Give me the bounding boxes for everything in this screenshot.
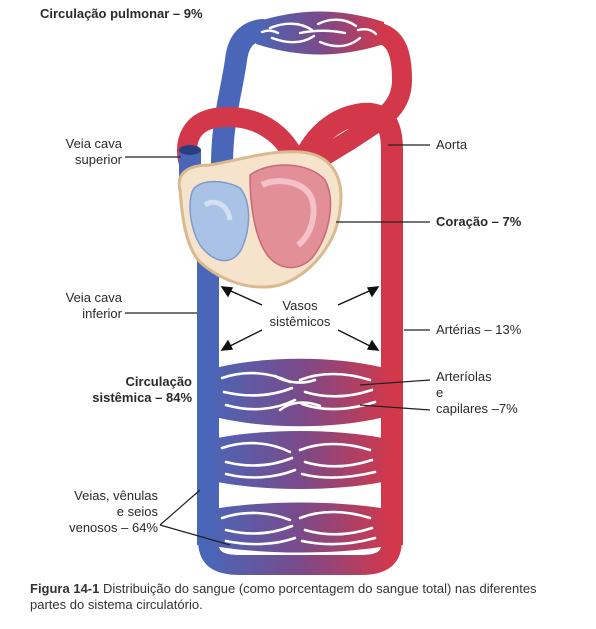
label-aorta: Aorta [436,137,468,152]
label-systemic-circulation-line2: sistêmica – 84% [92,390,192,405]
aorta-descending [289,102,403,545]
label-vena-cava-inferior-line1: Veia cava [65,290,122,305]
label-veins-line3: venosos – 64% [69,520,158,535]
label-arterioles: Arteríolas e capilares –7% [436,369,518,417]
label-systemic-vessels-line2: sistêmicos [269,314,331,329]
aortic-arch [177,107,310,185]
heart [177,150,343,289]
systemic-capillary-bed-2 [208,431,392,489]
bottom-loop [198,539,402,575]
superior-vena-cava-opening [179,145,201,155]
label-arterioles-line3: capilares –7% [436,401,518,416]
systemic-capillary-bed-3 [208,502,392,553]
pulmonary-artery [211,19,273,176]
label-arterioles-line2: e [436,385,444,400]
label-systemic-circulation: Circulação sistêmica – 84% [30,374,192,406]
label-veins: Veias, vênulas e seios venosos – 64% [20,488,158,536]
pulmonary-capillary-bed [256,11,384,55]
label-vena-cava-inferior-line2: inferior [82,306,122,321]
figure-caption-text: Distribuição do sangue (como porcentagem… [30,581,537,612]
figure-caption: Figura 14-1 Distribuição do sangue (como… [30,581,570,613]
systemic-vessel-arrows [220,286,380,351]
label-systemic-circulation-line1: Circulação [125,374,192,389]
label-vena-cava-superior-line1: Veia cava [65,136,122,151]
leader-lines [125,144,431,546]
label-systemic-vessels-line1: Vasos [282,298,318,313]
label-arterioles-line1: Arteríolas [436,369,492,384]
figure-number: Figura 14-1 [30,581,100,596]
label-vena-cava-inferior: Veia cava inferior [20,290,122,322]
label-systemic-vessels: Vasos sistêmicos [250,298,350,330]
label-vena-cava-superior-line2: superior [75,152,122,167]
label-arteries: Artérias – 13% [436,322,522,337]
systemic-capillary-bed-1 [208,358,392,427]
label-heart: Coração – 7% [436,214,522,229]
label-veins-line2: e seios [116,504,158,519]
label-pulmonary-circulation: Circulação pulmonar – 9% [40,6,203,21]
label-vena-cava-superior: Veia cava superior [20,136,122,168]
circulation-illustration [125,11,431,575]
label-veins-line1: Veias, vênulas [74,488,158,503]
